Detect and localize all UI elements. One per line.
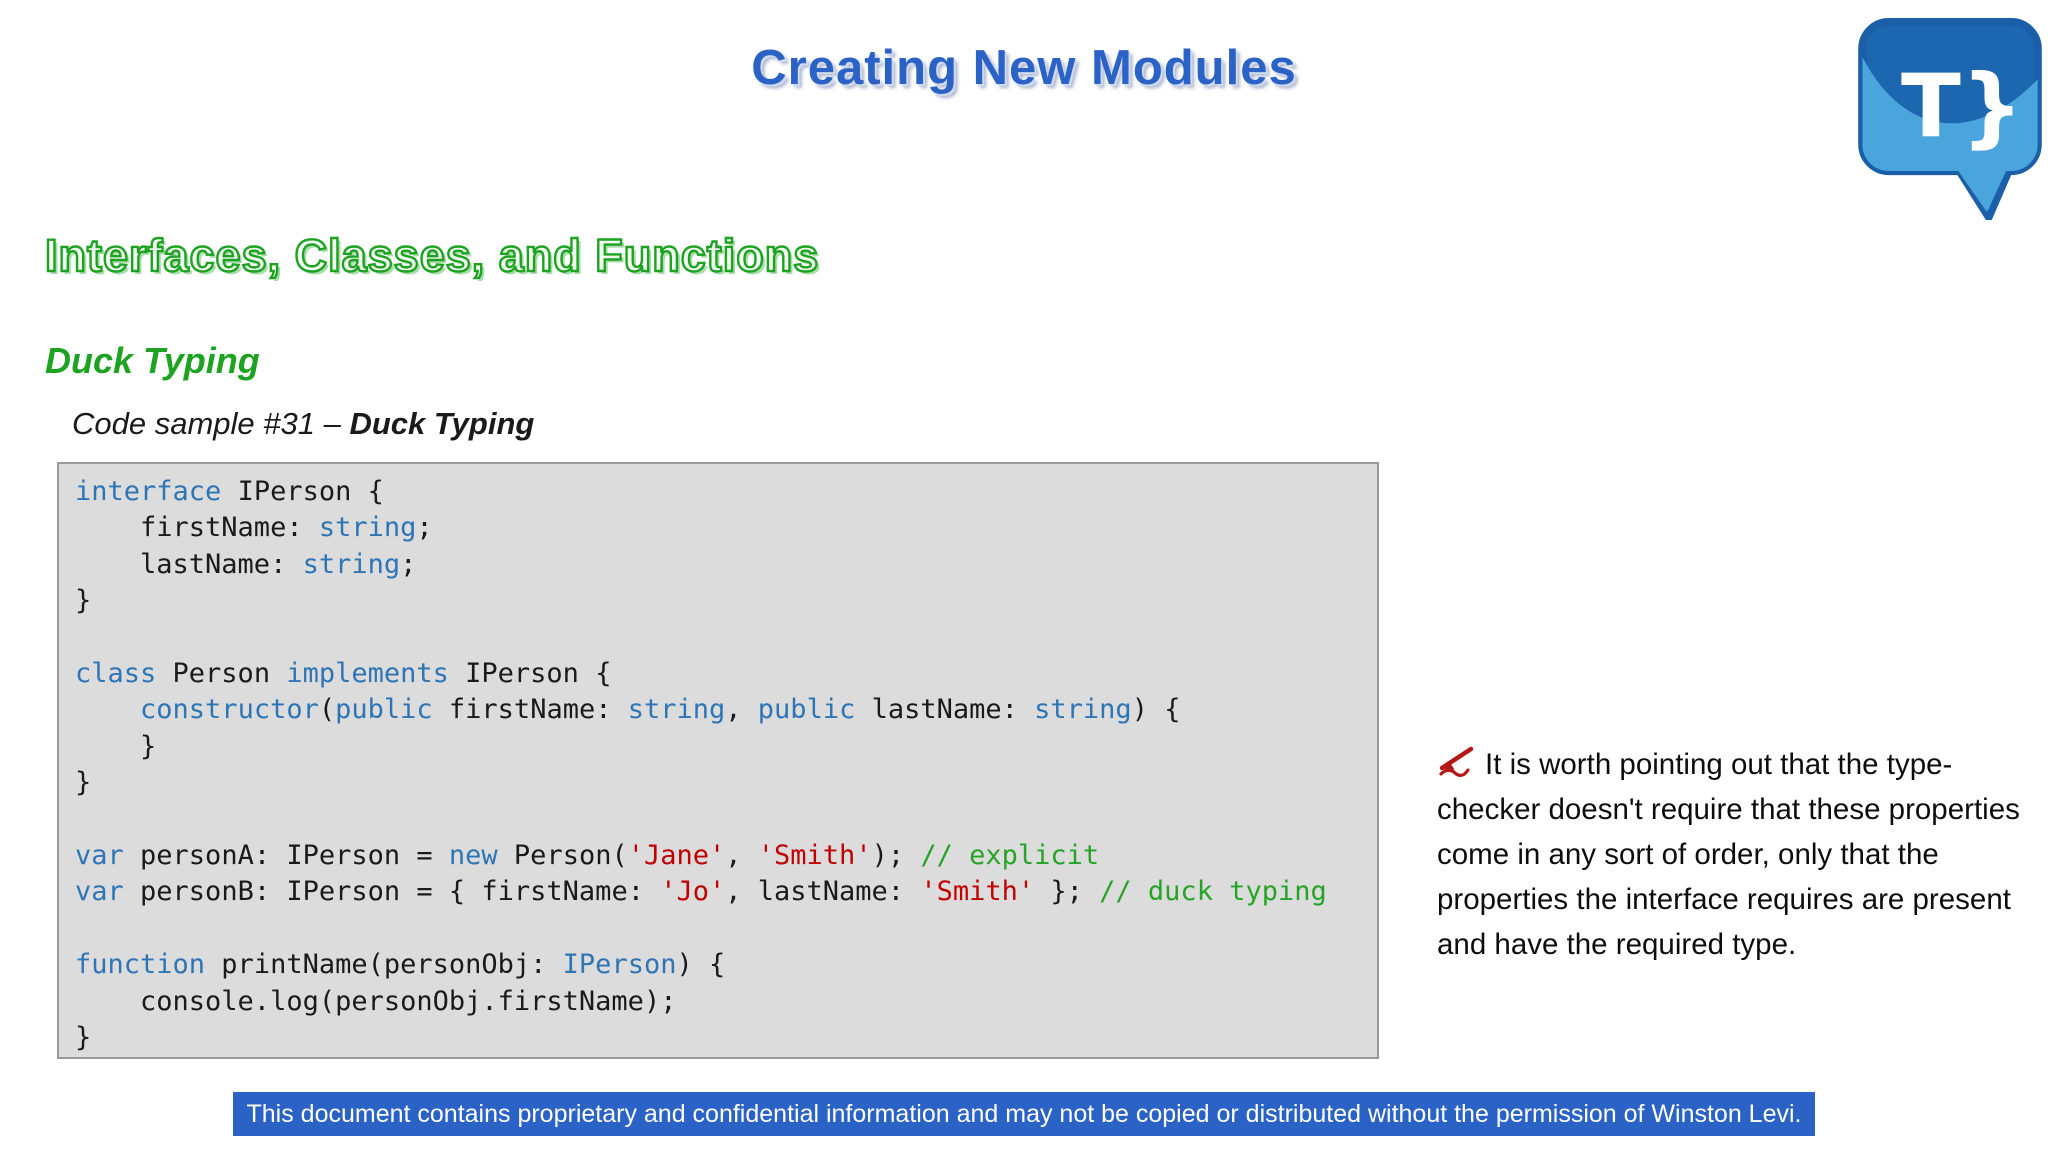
- writing-pen-icon: [1437, 746, 1477, 778]
- code-sample-label-name: Duck Typing: [349, 406, 535, 441]
- typescript-logo: T}: [1856, 16, 2044, 222]
- code-line: function printName(personObj: IPerson) {: [75, 949, 726, 981]
- code-sample-label: Code sample #31 – Duck Typing: [72, 406, 534, 442]
- code-line: lastName: string;: [75, 548, 417, 580]
- code-line: }: [75, 730, 157, 762]
- side-note: It is worth pointing out that the type-c…: [1437, 742, 2045, 967]
- code-block: interface IPerson { firstName: string; l…: [57, 462, 1379, 1059]
- code-line: }: [75, 1022, 92, 1054]
- code-line: }: [75, 585, 92, 617]
- subsection-heading: Duck Typing: [45, 340, 260, 381]
- speech-bubble-icon: T}: [1858, 18, 2042, 222]
- code-sample-label-prefix: Code sample #31 –: [72, 406, 350, 441]
- code-line: var personA: IPerson = new Person('Jane'…: [75, 840, 1100, 872]
- code-line: console.log(personObj.firstName);: [75, 985, 677, 1017]
- code-line: interface IPerson {: [75, 476, 384, 507]
- logo-monogram: T}: [1901, 55, 2023, 157]
- code-line: constructor(public firstName: string, pu…: [140, 694, 1181, 726]
- code-line: firstName: string;: [75, 512, 433, 544]
- code-line: [75, 802, 1377, 838]
- section-heading: Interfaces, Classes, and Functions: [44, 229, 820, 282]
- page-title: Creating New Modules: [751, 41, 1297, 95]
- side-note-text: It is worth pointing out that the type-c…: [1437, 748, 2020, 961]
- code-line: }: [75, 767, 92, 799]
- code-line: [75, 620, 1377, 656]
- code-line: class Person implements IPerson {: [75, 658, 612, 690]
- code-line: [75, 911, 1377, 947]
- code-line: var personB: IPerson = { firstName: 'Jo'…: [75, 876, 1327, 908]
- confidentiality-text: This document contains proprietary and c…: [246, 1099, 1802, 1128]
- confidentiality-banner: This document contains proprietary and c…: [233, 1092, 1815, 1136]
